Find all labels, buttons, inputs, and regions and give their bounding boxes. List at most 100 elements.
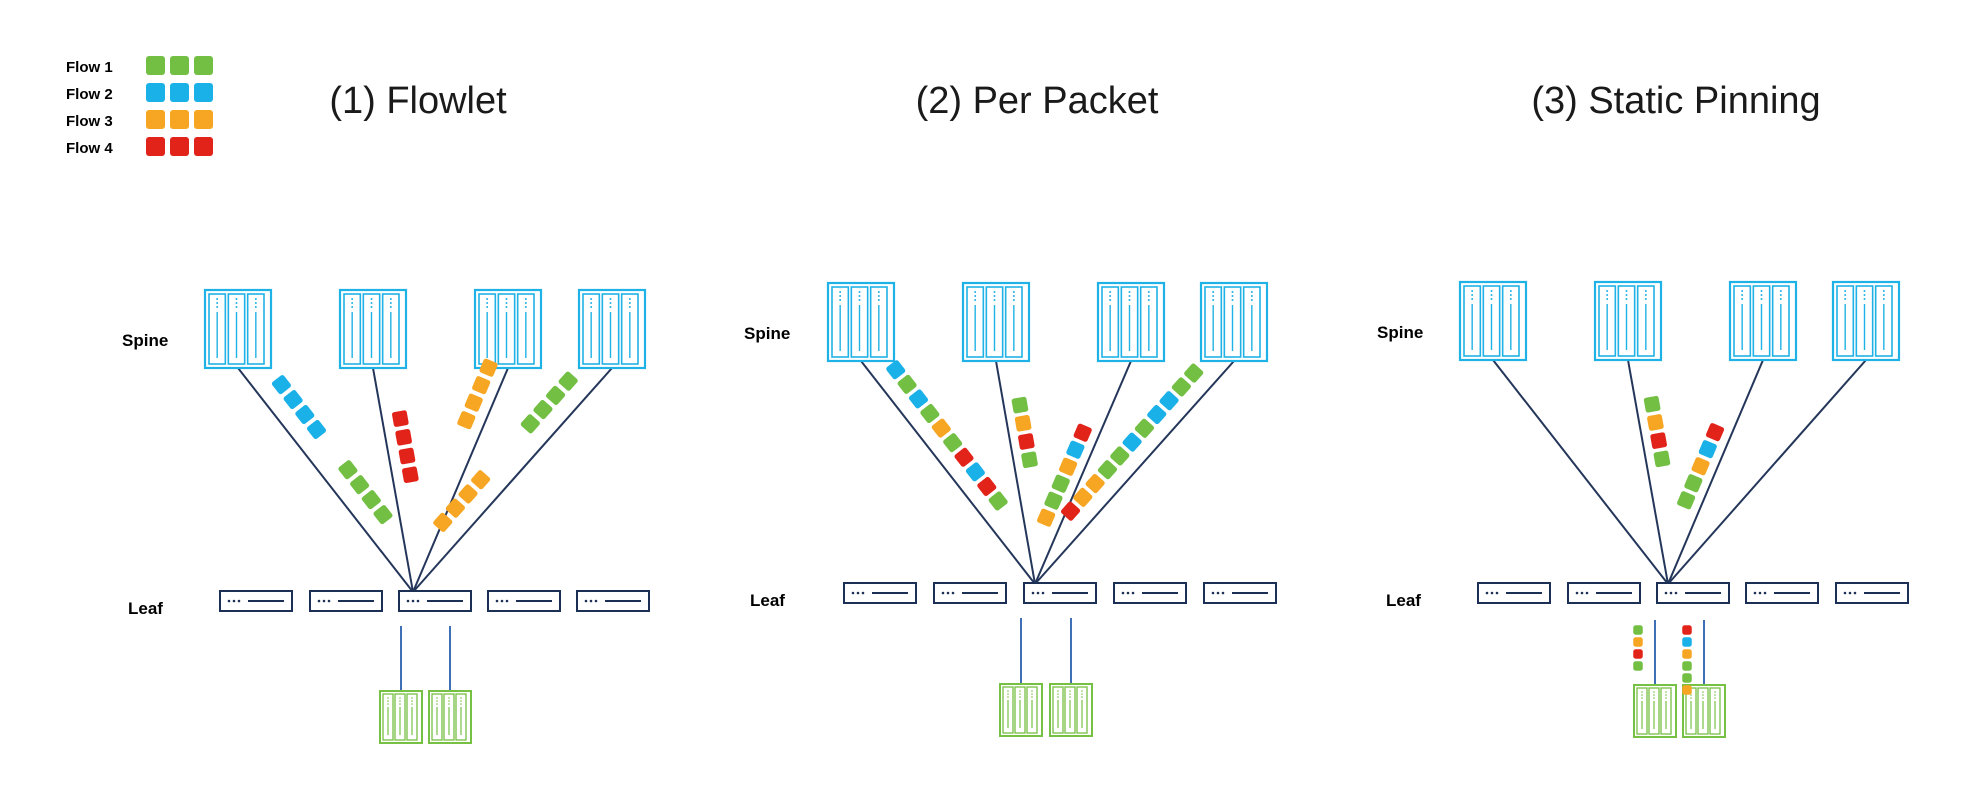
server-blade-led	[1007, 693, 1009, 695]
leaf-switch	[1203, 582, 1277, 604]
legend-swatch-flow1	[194, 56, 213, 75]
spine-blade-led	[1147, 291, 1150, 293]
leaf-switch-port	[1763, 591, 1767, 595]
leaf-switch-port	[1843, 591, 1847, 595]
legend-swatch-flow2	[146, 83, 165, 102]
leaf-switch-port	[317, 599, 321, 603]
spine-blade-led	[993, 295, 996, 297]
server-blade-led	[387, 697, 389, 699]
spine-blade-led	[1212, 295, 1215, 297]
spine-blade-led	[1509, 298, 1512, 300]
packet	[1647, 414, 1664, 431]
leaf-switch-port	[505, 599, 509, 603]
server-blade	[1064, 686, 1076, 734]
spine-blade-led	[235, 306, 238, 308]
spine-blade-led	[839, 295, 842, 297]
legend-swatch-flow4	[194, 137, 213, 156]
spine-blade-led	[1741, 290, 1744, 292]
packet	[546, 385, 566, 405]
leaf-switch-port	[1495, 591, 1499, 595]
packet	[1691, 457, 1710, 476]
spine-blade-led	[974, 299, 977, 301]
legend-swatch-flow3	[194, 110, 213, 129]
spine-blade-led	[1844, 290, 1847, 292]
packet	[1066, 440, 1085, 459]
server	[428, 690, 472, 744]
legend-swatch-flow4	[146, 137, 165, 156]
packet	[283, 390, 303, 410]
leaf-switch	[1656, 582, 1730, 604]
packet	[1159, 391, 1179, 411]
packet	[1653, 450, 1671, 468]
server-blade-led	[460, 697, 462, 699]
leaf-switch	[1477, 582, 1551, 604]
server-blade-led	[1057, 696, 1059, 698]
packet	[943, 433, 963, 453]
server-blade-led	[411, 703, 413, 705]
leaf-switch-port	[495, 599, 499, 603]
spine-blade-led	[1250, 299, 1253, 301]
server-packet	[1682, 661, 1692, 671]
spine-blade-led	[254, 298, 257, 300]
spine-leaf-link	[1034, 360, 1235, 585]
leaf-switch-port	[1669, 591, 1673, 595]
spine-blade-led	[609, 302, 612, 304]
spine-blade-led	[1644, 290, 1647, 292]
leaf-switch-port	[851, 591, 855, 595]
server-blade-led	[436, 703, 438, 705]
spine-blade-led	[1606, 294, 1609, 296]
server-packet	[1633, 661, 1643, 671]
packet	[1073, 487, 1093, 507]
panel1-leaf-label: Leaf	[128, 599, 163, 618]
spine-blade	[1617, 285, 1636, 357]
spine-blade-led	[1882, 290, 1885, 292]
spine-blade	[1771, 285, 1790, 357]
server-blade-led	[1007, 690, 1009, 692]
packet	[1147, 404, 1167, 425]
packet	[1184, 363, 1204, 383]
server-blade-led	[1007, 696, 1009, 698]
spine-blade	[227, 293, 246, 365]
spine-blade-led	[590, 298, 593, 300]
spine-blade-led	[1882, 298, 1885, 300]
packet	[392, 410, 409, 427]
server-packet	[1633, 637, 1643, 647]
server	[999, 683, 1043, 737]
packet	[458, 484, 478, 504]
packet	[1643, 395, 1661, 413]
packet	[445, 498, 465, 518]
packet	[977, 476, 997, 496]
spine-leaf-link	[1034, 360, 1132, 585]
spine-blade-led	[1644, 294, 1647, 296]
spine-switch	[338, 288, 408, 370]
spine-blade-led	[1741, 298, 1744, 300]
spine-blade-led	[486, 298, 489, 300]
server-blade	[1709, 687, 1721, 735]
leaf-switch-port	[1585, 591, 1589, 595]
spine-blade	[582, 293, 601, 365]
panel3-spine-label: Spine	[1377, 323, 1423, 342]
leaf-switch-port	[951, 591, 955, 595]
leaf-switch	[1745, 582, 1819, 604]
leaf-switch-port	[416, 599, 420, 603]
packet	[1011, 396, 1029, 414]
leaf-switch-port	[327, 599, 331, 603]
spine-leaf-link	[1667, 359, 1867, 585]
spine-blade-led	[1212, 299, 1215, 301]
spine-blade-led	[877, 291, 880, 293]
spine-switch-body	[1096, 281, 1166, 363]
server-blade	[382, 693, 394, 741]
server-blade-led	[1081, 696, 1083, 698]
packet	[520, 414, 540, 434]
spine-blade-led	[1147, 295, 1150, 297]
spine-blade-led	[351, 302, 354, 304]
spine-blade-led	[1147, 299, 1150, 301]
server-blade-led	[1714, 697, 1716, 699]
spine-blade	[1836, 285, 1855, 357]
packet	[1059, 457, 1078, 476]
server-blade-led	[1031, 693, 1033, 695]
packet	[471, 470, 491, 490]
legend-label-flow3: Flow 3	[66, 113, 113, 130]
packet	[988, 491, 1008, 511]
spine-blade-led	[1128, 299, 1131, 301]
